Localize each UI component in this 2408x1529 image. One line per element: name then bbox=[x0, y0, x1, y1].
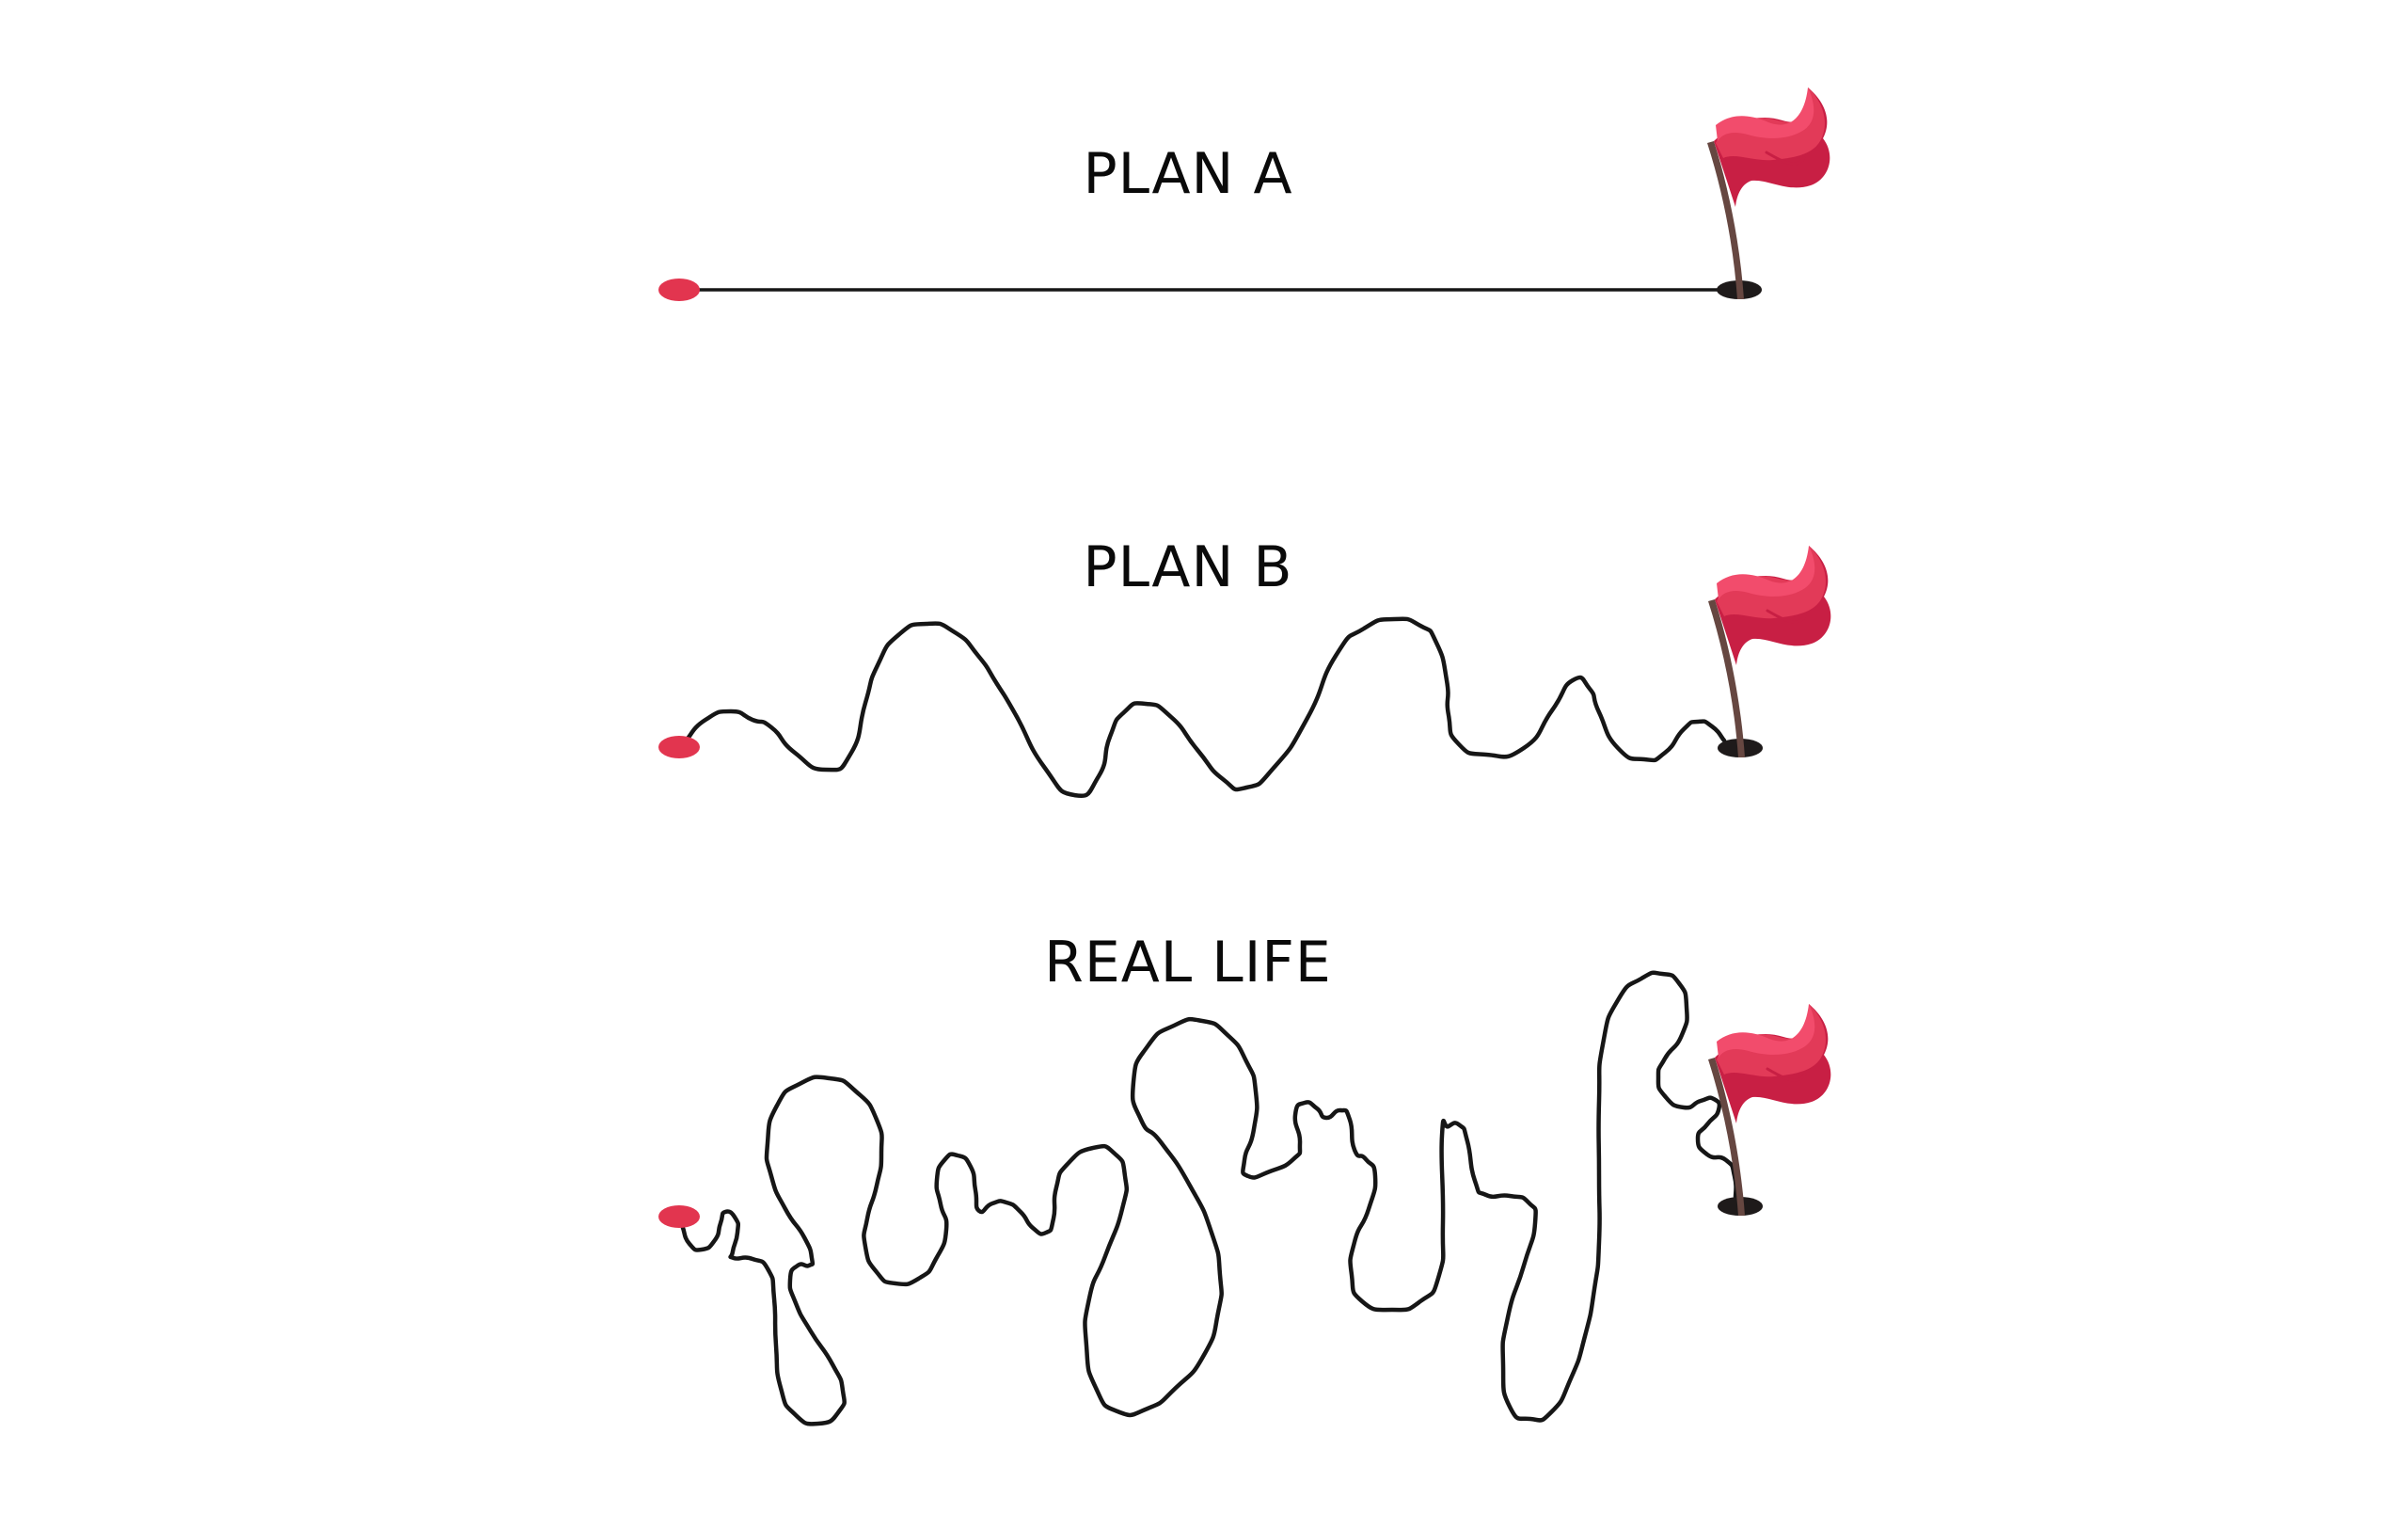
plan-a-goal-flag-icon bbox=[1705, 86, 1831, 301]
plan-b-title: PLAN B bbox=[1083, 534, 1292, 600]
panel-plan-b: PLAN B bbox=[658, 534, 1832, 799]
real-life-title: REAL LIFE bbox=[1044, 930, 1332, 995]
panel-plan-a: PLAN A bbox=[658, 86, 1831, 301]
plan-a-title: PLAN A bbox=[1083, 141, 1292, 207]
plan-b-goal-flag-icon bbox=[1706, 544, 1832, 759]
real-life-start-dot bbox=[658, 1205, 700, 1228]
real-life-path bbox=[680, 970, 1738, 1426]
real-life-goal-flag-icon bbox=[1706, 1002, 1832, 1218]
plan-a-start-dot bbox=[658, 279, 700, 301]
plan-b-start-dot bbox=[658, 736, 700, 758]
plan-b-path bbox=[684, 616, 1727, 799]
panel-real-life: REAL LIFE bbox=[658, 930, 1832, 1426]
